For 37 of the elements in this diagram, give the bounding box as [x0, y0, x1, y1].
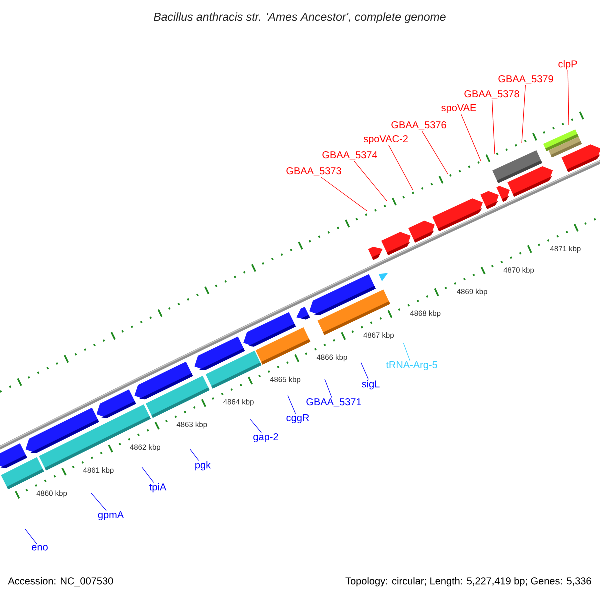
leader-line — [24, 528, 38, 545]
leader-line — [320, 176, 368, 212]
gene-label: spoVAC-2 — [364, 135, 408, 145]
gene-label: cggR — [286, 414, 310, 424]
leader-line — [91, 492, 107, 512]
gene-label: pgk — [196, 461, 212, 471]
gene-label: tRNA-Arg-5 — [386, 362, 438, 370]
leader-line — [460, 114, 482, 162]
gene-label: GBAA_5379 — [498, 76, 554, 84]
gene-label: spoVAE — [442, 104, 476, 114]
leader-line — [522, 84, 526, 144]
leader-line — [354, 160, 388, 202]
footer-text: Topology: circular; Length: 5,227,419 bp; Genes: 5,336 — [346, 577, 592, 587]
leader-line — [360, 362, 369, 380]
leader-line — [324, 378, 332, 398]
gene-label: GBAA_5373 — [286, 168, 342, 176]
gene-label: gap-2 — [254, 433, 278, 443]
gene-label: eno — [32, 545, 48, 551]
leader-line — [492, 100, 496, 154]
title: Bacillus anthracis str. 'Ames Ancestor', complete genome — [154, 12, 446, 24]
gene-label: gpmA — [98, 512, 124, 520]
footer-text: Accession: NC_007530 — [8, 577, 114, 587]
leader-line — [568, 70, 570, 126]
leader-line — [288, 395, 296, 414]
leader-line — [403, 343, 410, 362]
leader-line — [190, 448, 200, 461]
gene-label: tpiA — [150, 483, 167, 493]
leader-line — [250, 419, 262, 434]
leader-line — [422, 130, 448, 174]
gene-label: sigL — [362, 380, 380, 390]
gene-label: clpP — [558, 60, 578, 70]
leader-line — [142, 466, 154, 483]
gene-label: GBAA_5376 — [392, 122, 446, 130]
gene-label: GBAA_5378 — [464, 90, 520, 100]
leader-line — [388, 144, 414, 190]
gene-label: GBAA_5374 — [322, 152, 378, 160]
gene-label: GBAA_5371 — [306, 398, 362, 408]
